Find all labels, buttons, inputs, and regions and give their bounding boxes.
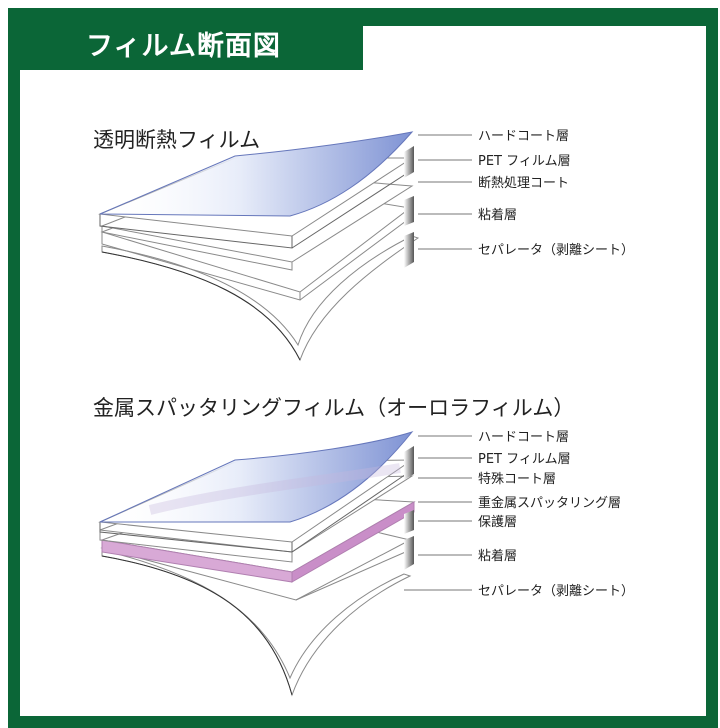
label-pet-film: PET フィルム層 xyxy=(478,154,571,169)
label-hard-coat: ハードコート層 xyxy=(478,129,569,144)
label-pet-film: PET フィルム層 xyxy=(478,452,571,467)
metal-film-labels: ハードコート層 PET フィルム層 特殊コート層 重金属スパッタリング層 保護層… xyxy=(404,430,634,599)
page-title: フィルム断面図 xyxy=(86,31,281,62)
label-protect: 保護層 xyxy=(478,514,517,530)
section-title-metal-film: 金属スパッタリングフィルム（オーロラフィルム） xyxy=(93,396,575,420)
clear-film-labels: ハードコート層 PET フィルム層 断熱処理コート 粘着層 セパレータ（剥離シー… xyxy=(418,129,634,258)
label-special-coat: 特殊コート層 xyxy=(478,472,556,487)
label-adhesive: 粘着層 xyxy=(478,207,517,223)
metal-film-layers xyxy=(98,431,416,697)
label-separator: セパレータ（剥離シート） xyxy=(478,243,634,258)
label-separator: セパレータ（剥離シート） xyxy=(478,584,634,599)
diagram-frame xyxy=(8,8,718,728)
title-banner xyxy=(8,8,363,70)
hard-coat-layer xyxy=(99,431,414,523)
label-adhesive: 粘着層 xyxy=(478,548,517,564)
hard-coat-layer xyxy=(99,131,414,217)
label-sputter: 重金属スパッタリング層 xyxy=(478,495,621,511)
section-title-clear-film: 透明断熱フィルム xyxy=(93,128,261,152)
label-heat-coat: 断熱処理コート xyxy=(478,176,569,191)
label-hard-coat: ハードコート層 xyxy=(478,430,569,445)
clear-film-layers xyxy=(98,131,420,362)
